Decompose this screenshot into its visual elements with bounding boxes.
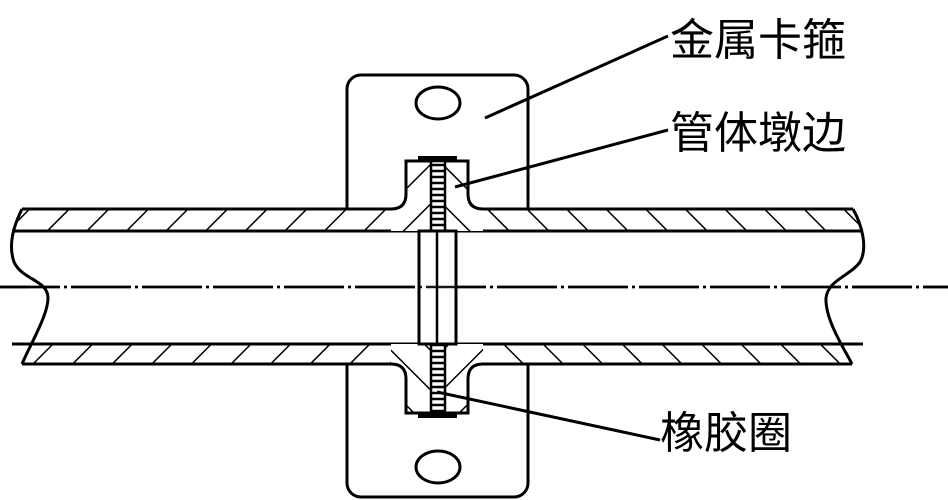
- leader-line-upset-edge: [454, 128, 669, 189]
- break-line-right: [824, 208, 866, 365]
- clamp-bolt-hole-top: [414, 85, 462, 121]
- label-pipe-upset-edge: 管体墩边: [670, 108, 846, 159]
- label-metal-clamp: 金属卡箍: [670, 15, 846, 66]
- clamp-bolt-hole-bottom: [414, 449, 462, 485]
- leader-line-rubber-ring: [436, 390, 661, 442]
- break-line-left: [10, 208, 50, 365]
- rubber-ring: [0, 159, 948, 415]
- label-rubber-ring: 橡胶圈: [660, 408, 792, 459]
- pipe-upset-edge-top: [390, 156, 484, 231]
- leader-line-clamp: [484, 34, 669, 120]
